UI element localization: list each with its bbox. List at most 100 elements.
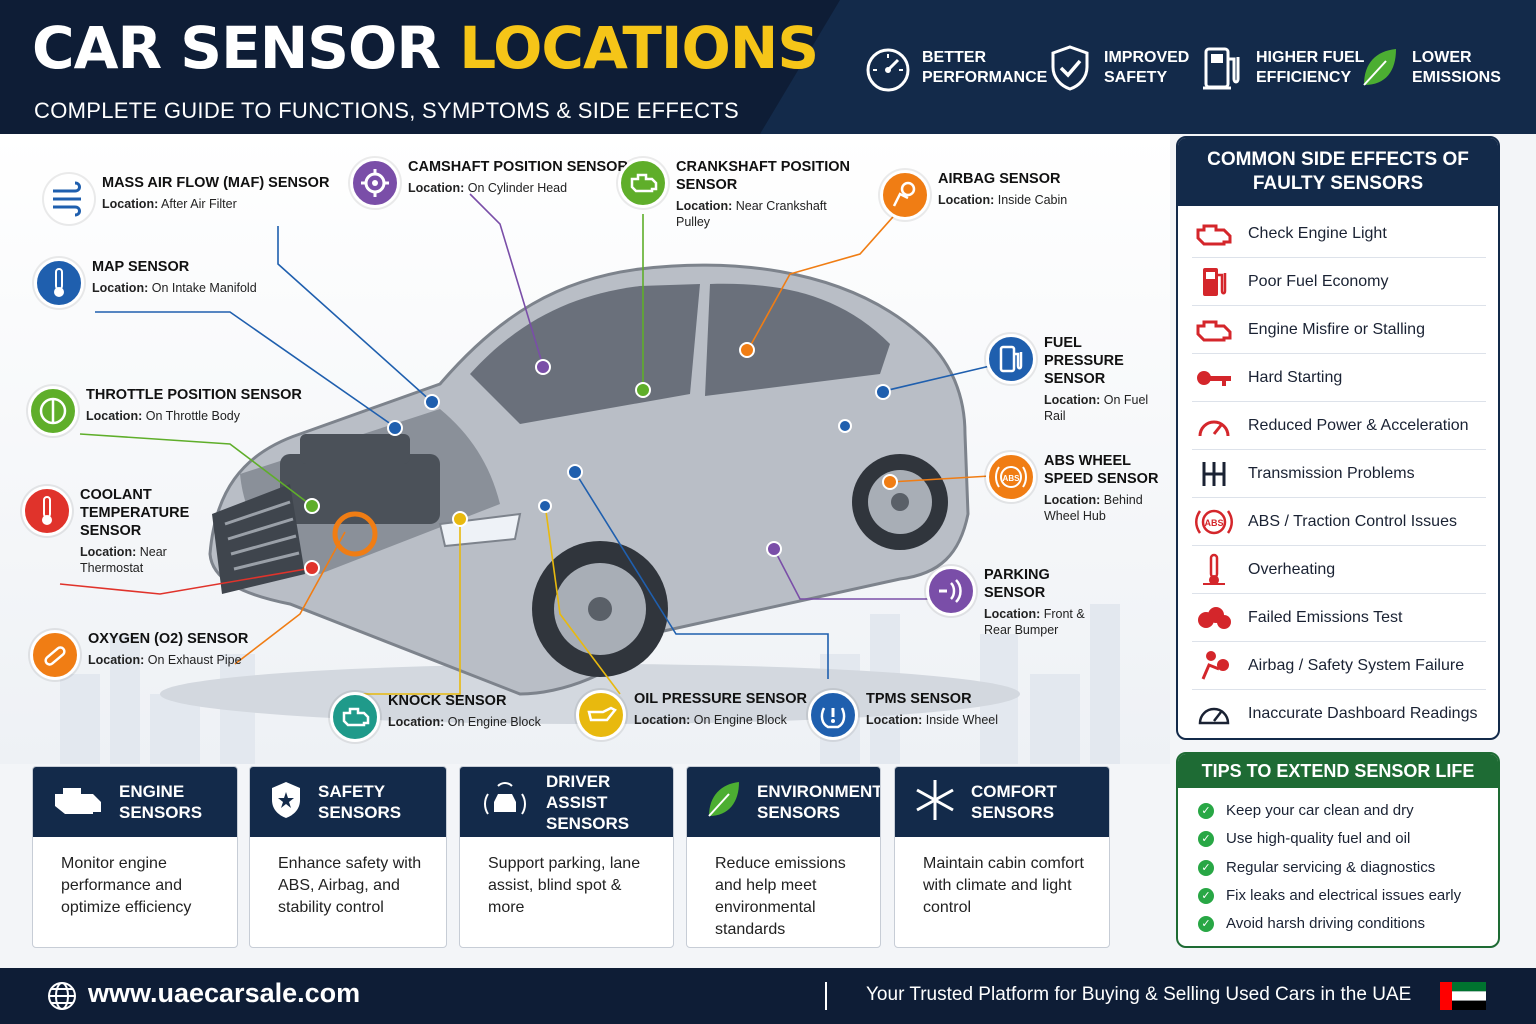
- benefit-higher-fuel-efficiency: HIGHER FUEL EFFICIENCY: [1196, 40, 1366, 96]
- leader-lines: [59, 193, 991, 695]
- check-icon: ✓: [1198, 887, 1214, 904]
- shield-check-icon: [1044, 42, 1096, 94]
- sensor-name: ABS WHEEL SPEED SENSOR: [1044, 453, 1159, 487]
- speedometer-icon: [862, 42, 914, 94]
- header-title-panel: [0, 0, 840, 134]
- category-card-environment: ENVIRONMENT SENSORS Reduce emissions and…: [686, 766, 881, 948]
- engine-icon: [330, 692, 380, 742]
- fuel-pump-icon: [1192, 264, 1236, 300]
- sensor-location: After Air Filter: [161, 197, 237, 211]
- abs-icon: ABS: [986, 452, 1036, 502]
- sensor-location: On Fuel Rail: [1044, 393, 1149, 423]
- sensor-name: KNOCK SENSOR: [388, 693, 507, 709]
- category-title: COMFORT SENSORS: [971, 782, 1057, 822]
- category-title: ENVIRONMENT SENSORS: [757, 782, 881, 822]
- smoke-icon: [1192, 600, 1236, 636]
- tpms-warning-icon: [808, 690, 858, 740]
- tip-item: ✓Avoid harsh driving conditions: [1198, 915, 1425, 932]
- airbag-icon: [880, 170, 930, 220]
- category-card-safety: SAFETY SENSORS Enhance safety with ABS, …: [249, 766, 447, 948]
- sensor-location: On Intake Manifold: [151, 281, 257, 295]
- benefit-better-performance: BETTER PERFORMANCE: [862, 40, 1047, 96]
- o2-sensor-icon: [30, 630, 80, 680]
- side-effect-item: Engine Misfire or Stalling: [1192, 306, 1486, 354]
- leaf-icon: [1352, 42, 1404, 94]
- sensor-location: On Throttle Body: [145, 409, 240, 423]
- dashboard-icon: [1192, 696, 1236, 732]
- category-title: SAFETY SENSORS: [318, 782, 402, 822]
- sensor-location: Inside Cabin: [997, 193, 1068, 207]
- uae-flag-icon: [1440, 982, 1486, 1015]
- airbag-icon: [1192, 648, 1236, 684]
- sensor-dots: [304, 342, 898, 576]
- check-icon: ✓: [1198, 859, 1214, 876]
- sensor-name: OIL PRESSURE SENSOR: [634, 691, 807, 707]
- engine-icon: [51, 780, 105, 825]
- car-radar-icon: [478, 778, 532, 827]
- category-card-driver-assist: DRIVER ASSIST SENSORS Support parking, l…: [459, 766, 674, 948]
- tip-item: ✓Regular servicing & diagnostics: [1198, 859, 1435, 876]
- sensor-location: On Exhaust Pipe: [147, 653, 242, 667]
- globe-icon: [46, 980, 78, 1017]
- sensor-name: FUEL PRESSURE SENSOR: [1044, 335, 1124, 387]
- category-card-engine: ENGINE SENSORS Monitor engine performanc…: [32, 766, 238, 948]
- tip-item: ✓Keep your car clean and dry: [1198, 802, 1414, 819]
- check-icon: ✓: [1198, 802, 1214, 819]
- sensor-location: Inside Wheel: [925, 713, 998, 727]
- footer-bar: www.uaecarsale.com Your Trusted Platform…: [0, 968, 1536, 1024]
- benefit-label: HIGHER FUEL EFFICIENCY: [1256, 49, 1365, 86]
- side-effect-item: ABS ABS / Traction Control Issues: [1192, 498, 1486, 546]
- svg-text:ABS: ABS: [1003, 474, 1021, 483]
- category-description: Monitor engine performance and optimize …: [61, 855, 192, 916]
- website-link[interactable]: www.uaecarsale.com: [88, 978, 361, 1008]
- benefit-improved-safety: IMPROVED SAFETY: [1044, 40, 1214, 96]
- gauge-icon: [1192, 408, 1236, 444]
- tip-item: ✓Use high-quality fuel and oil: [1198, 830, 1410, 847]
- sensor-location: Near Thermostat: [80, 545, 167, 575]
- sensor-location: On Engine Block: [693, 713, 787, 727]
- sensor-name: OXYGEN (O2) SENSOR: [88, 631, 249, 647]
- side-effects-panel: COMMON SIDE EFFECTS OF FAULTY SENSORS Ch…: [1176, 136, 1500, 740]
- svg-text:ABS: ABS: [1204, 518, 1223, 528]
- key-icon: [1192, 360, 1236, 396]
- side-effect-item: Check Engine Light: [1192, 210, 1486, 258]
- oil-can-icon: [576, 690, 626, 740]
- abs-icon: ABS: [1192, 504, 1236, 540]
- coolant-thermometer-icon: [22, 486, 72, 536]
- side-effect-item: Airbag / Safety System Failure: [1192, 642, 1486, 690]
- page-title-highlight: LOCATIONS: [459, 14, 819, 82]
- category-title: ENGINE SENSORS: [119, 782, 203, 822]
- sensor-name: PARKING SENSOR: [984, 567, 1050, 601]
- sensor-location: On Cylinder Head: [467, 181, 568, 195]
- category-description: Enhance safety with ABS, Airbag, and sta…: [278, 855, 422, 916]
- tips-panel: TIPS TO EXTEND SENSOR LIFE ✓Keep your ca…: [1176, 752, 1500, 948]
- category-description: Reduce emissions and help meet environme…: [715, 855, 846, 938]
- page-subtitle: COMPLETE GUIDE TO FUNCTIONS, SYMPTOMS & …: [34, 98, 740, 123]
- sensor-name: COOLANT TEMPERATURE SENSOR: [80, 487, 190, 539]
- fuel-pump-icon: [1196, 42, 1248, 94]
- footer-tagline: Your Trusted Platform for Buying & Selli…: [866, 984, 1412, 1005]
- sensor-name: MAP SENSOR: [92, 259, 190, 275]
- benefit-label: IMPROVED SAFETY: [1104, 49, 1190, 86]
- sensor-name: MASS AIR FLOW (MAF) SENSOR: [102, 175, 330, 191]
- check-icon: ✓: [1198, 915, 1214, 932]
- engine-icon: [1192, 312, 1236, 348]
- sensor-name: CAMSHAFT POSITION SENSOR: [408, 159, 628, 175]
- category-description: Support parking, lane assist, blind spot…: [488, 855, 641, 916]
- check-icon: ✓: [1198, 830, 1214, 847]
